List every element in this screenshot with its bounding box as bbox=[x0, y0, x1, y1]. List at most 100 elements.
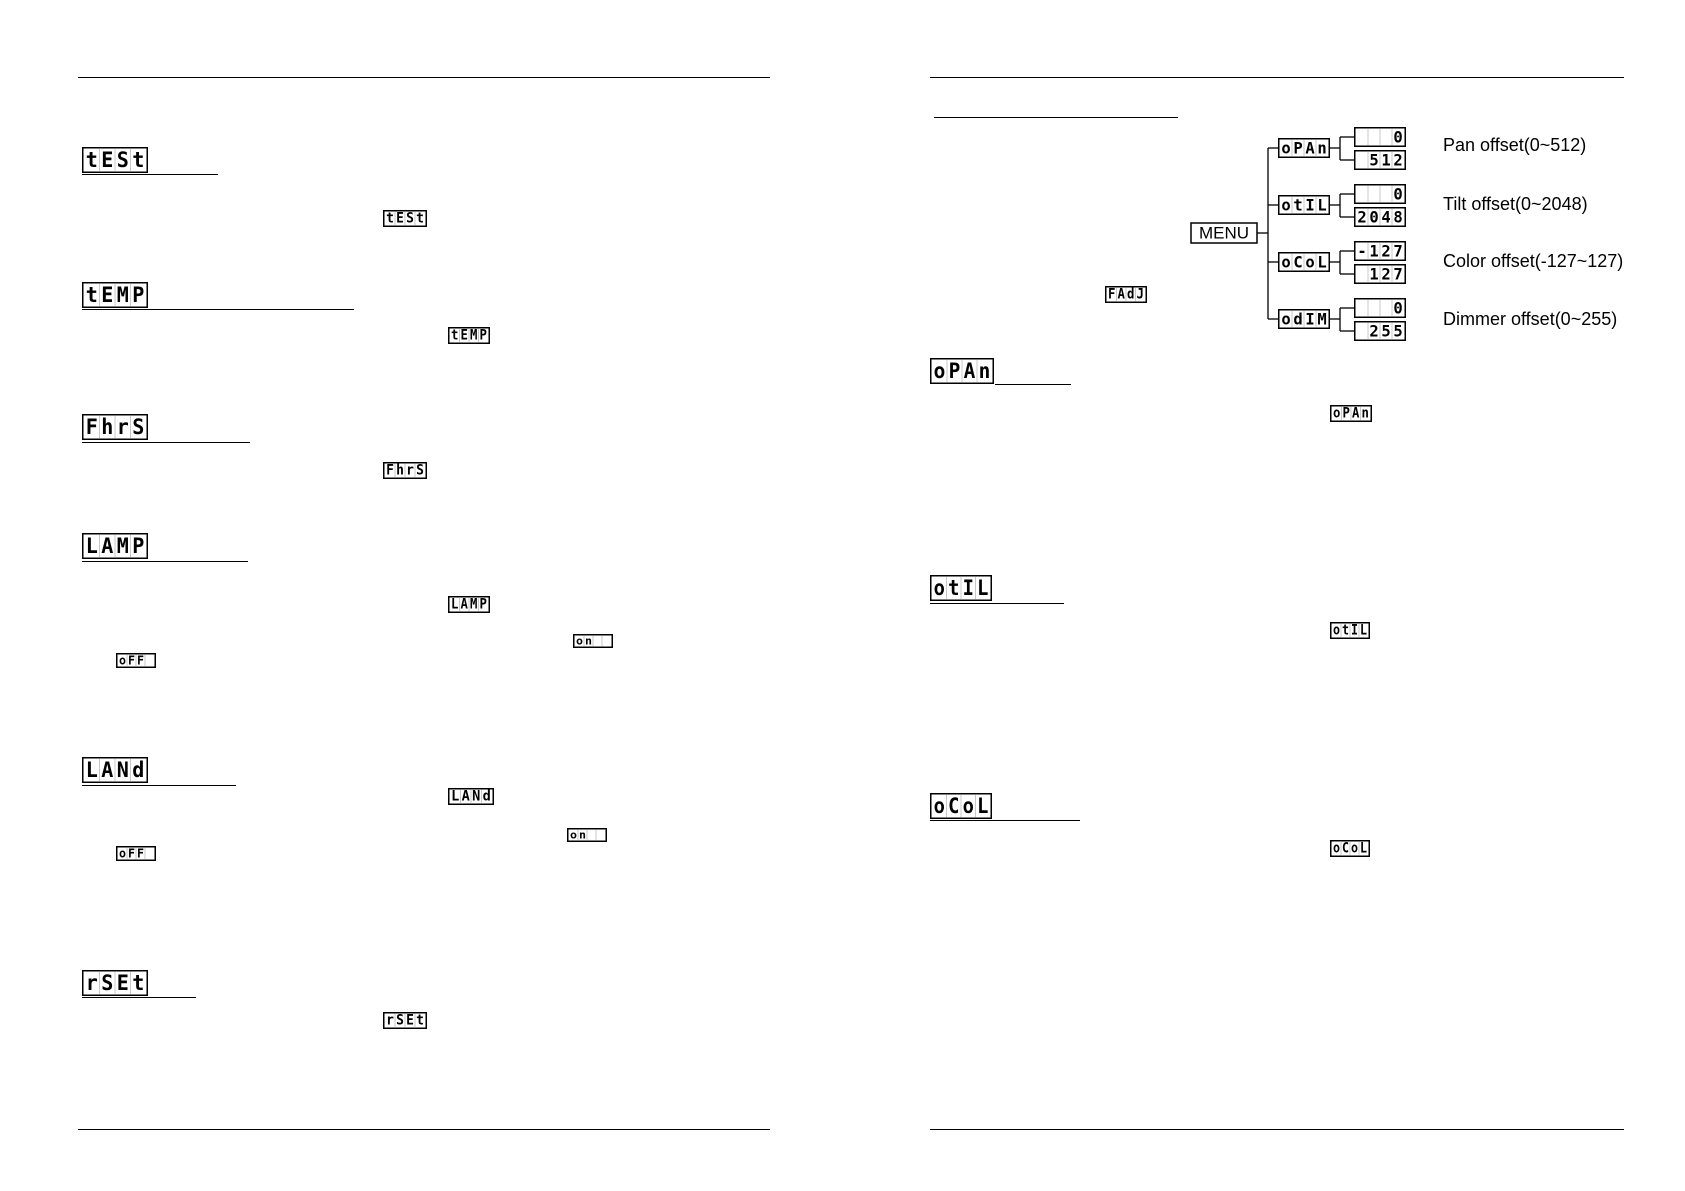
svg-text:P: P bbox=[132, 283, 144, 307]
left-page-top-rule bbox=[78, 77, 770, 78]
svg-text:I: I bbox=[963, 576, 974, 600]
svg-text:I: I bbox=[1351, 623, 1358, 639]
menu-root-box: MENU bbox=[1190, 222, 1258, 244]
right-heading-underline bbox=[934, 117, 1178, 118]
svg-text:C: C bbox=[948, 794, 959, 818]
svg-text:A: A bbox=[462, 789, 471, 805]
svg-text:J: J bbox=[1137, 287, 1144, 303]
heading-underline-otil bbox=[930, 603, 1064, 604]
svg-text:S: S bbox=[396, 1013, 404, 1029]
svg-text:7: 7 bbox=[1393, 265, 1402, 284]
svg-text:7: 7 bbox=[1393, 242, 1402, 261]
svg-text:1: 1 bbox=[1369, 265, 1378, 284]
heading-underline-opan bbox=[995, 384, 1071, 385]
svg-text:o: o bbox=[963, 794, 974, 818]
svg-text:t: t bbox=[132, 148, 144, 172]
svg-text:o: o bbox=[1305, 253, 1314, 272]
tree-label-color: Color offset(-127~127) bbox=[1443, 251, 1624, 271]
svg-text:L: L bbox=[1360, 623, 1367, 639]
svg-text:8: 8 bbox=[1393, 208, 1402, 227]
svg-text:t: t bbox=[86, 148, 98, 172]
svg-text:A: A bbox=[1118, 287, 1126, 303]
svg-text:o: o bbox=[1281, 310, 1290, 329]
svg-text:o: o bbox=[576, 635, 583, 648]
svg-text:A: A bbox=[1352, 406, 1360, 422]
svg-text:M: M bbox=[470, 597, 477, 613]
svg-text:4: 4 bbox=[1381, 208, 1390, 227]
heading-underline-test bbox=[82, 174, 218, 175]
svg-text:F: F bbox=[128, 847, 135, 861]
svg-text:A: A bbox=[101, 758, 113, 782]
svg-text:2: 2 bbox=[1381, 242, 1390, 261]
svg-text:F: F bbox=[137, 654, 144, 668]
svg-text:o: o bbox=[570, 829, 577, 842]
svg-text:L: L bbox=[451, 597, 458, 613]
svg-text:P: P bbox=[480, 328, 487, 344]
svg-text:2: 2 bbox=[1393, 151, 1402, 170]
svg-text:L: L bbox=[451, 789, 459, 805]
svg-text:d: d bbox=[1127, 287, 1134, 303]
heading-underline-land bbox=[82, 785, 236, 786]
svg-text:A: A bbox=[1305, 139, 1315, 158]
svg-text:h: h bbox=[396, 463, 404, 479]
svg-text:L: L bbox=[1360, 841, 1367, 857]
svg-text:r: r bbox=[386, 1013, 394, 1029]
svg-text:o: o bbox=[1281, 253, 1290, 272]
svg-text:0: 0 bbox=[1393, 299, 1402, 318]
svg-text:r: r bbox=[406, 463, 414, 479]
svg-text:P: P bbox=[949, 359, 961, 383]
svg-text:t: t bbox=[86, 283, 98, 307]
svg-text:n: n bbox=[979, 359, 991, 383]
svg-text:P: P bbox=[480, 597, 487, 613]
svg-text:S: S bbox=[132, 415, 144, 439]
tree-min-odim: 0 bbox=[1354, 298, 1406, 318]
svg-text:E: E bbox=[406, 1013, 414, 1029]
svg-text:o: o bbox=[119, 847, 126, 861]
svg-text:M: M bbox=[117, 283, 129, 307]
svg-text:S: S bbox=[101, 971, 113, 995]
svg-text:o: o bbox=[934, 576, 945, 600]
svg-text:5: 5 bbox=[1369, 151, 1378, 170]
svg-text:2: 2 bbox=[1381, 265, 1390, 284]
svg-text:d: d bbox=[483, 789, 491, 805]
svg-text:t: t bbox=[1342, 623, 1349, 639]
svg-text:d: d bbox=[132, 758, 144, 782]
svg-text:L: L bbox=[86, 534, 98, 558]
svg-text:A: A bbox=[964, 359, 976, 383]
svg-text:A: A bbox=[101, 534, 113, 558]
svg-text:o: o bbox=[934, 794, 945, 818]
svg-text:A: A bbox=[461, 597, 469, 613]
svg-text:F: F bbox=[1108, 287, 1115, 303]
svg-text:t: t bbox=[386, 211, 394, 227]
svg-text:o: o bbox=[1351, 841, 1358, 857]
svg-text:E: E bbox=[461, 328, 468, 344]
svg-text:F: F bbox=[137, 847, 144, 861]
svg-text:N: N bbox=[472, 789, 480, 805]
tree-label-dimmer: Dimmer offset(0~255) bbox=[1443, 309, 1618, 329]
svg-text:N: N bbox=[117, 758, 129, 782]
svg-text:o: o bbox=[119, 654, 126, 668]
svg-text:5: 5 bbox=[1393, 322, 1402, 341]
svg-text:o: o bbox=[1333, 841, 1340, 857]
